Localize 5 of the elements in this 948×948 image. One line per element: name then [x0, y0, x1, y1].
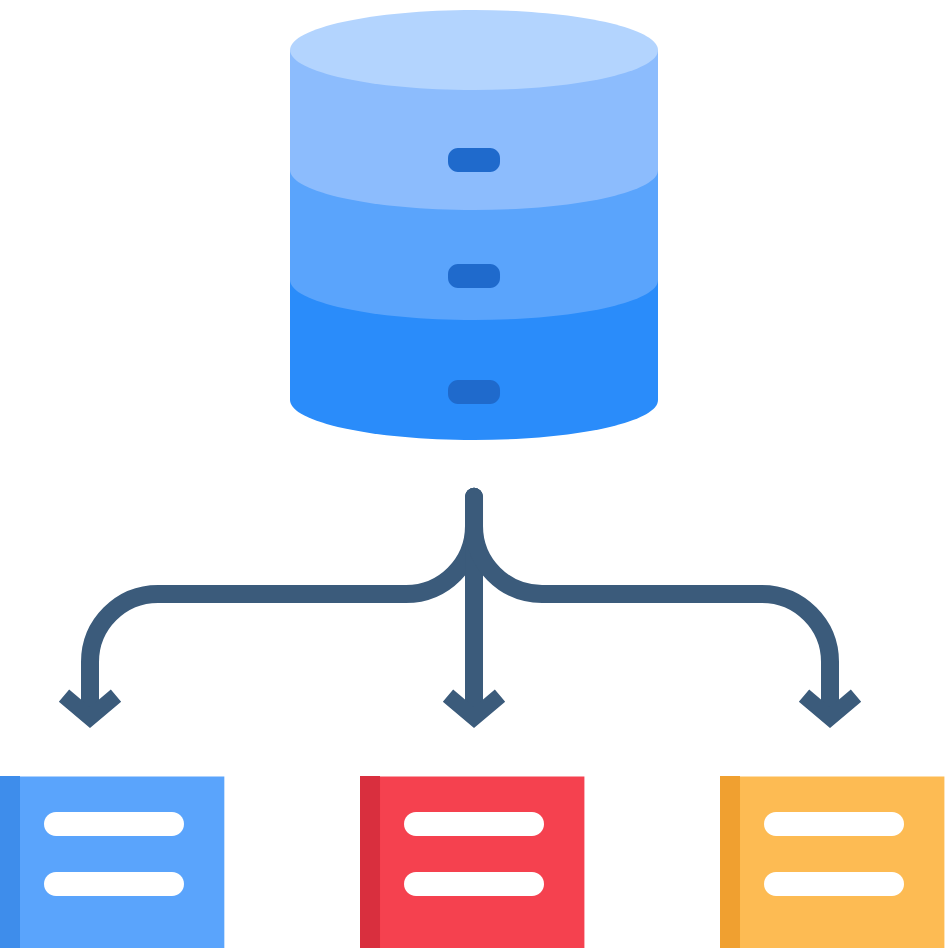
document-box [0, 776, 225, 948]
arrow [465, 487, 862, 728]
database-drawing [290, 10, 658, 440]
document-box [360, 776, 585, 948]
document-box [720, 776, 945, 948]
